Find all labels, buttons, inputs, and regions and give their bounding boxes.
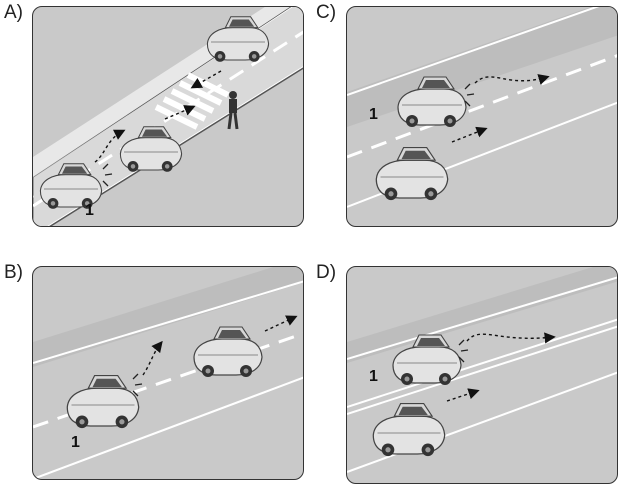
rear-car bbox=[372, 402, 446, 457]
option-a-label: A) bbox=[4, 2, 23, 23]
front-car bbox=[193, 326, 263, 378]
option-c-label: C) bbox=[316, 2, 337, 23]
pedestrian bbox=[227, 91, 239, 130]
option-c-scene: 1 bbox=[347, 7, 617, 208]
option-d-scene: 1 bbox=[347, 267, 617, 473]
option-d-panel[interactable]: 1 bbox=[346, 266, 618, 484]
option-b-label: B) bbox=[4, 262, 23, 283]
option-b-scene: 1 bbox=[33, 267, 303, 479]
car-1-number: 1 bbox=[369, 368, 378, 385]
car-1 bbox=[66, 374, 140, 429]
car-1-number: 1 bbox=[369, 106, 378, 123]
option-a-panel[interactable]: 1 bbox=[32, 6, 304, 227]
option-a-scene: 1 bbox=[33, 7, 303, 226]
option-d-label: D) bbox=[316, 262, 337, 283]
option-c-panel[interactable]: 1 bbox=[346, 6, 618, 227]
crosswalk bbox=[154, 72, 230, 130]
car-1-number: 1 bbox=[85, 202, 94, 219]
rear-car bbox=[375, 146, 449, 201]
option-b-panel[interactable]: 1 bbox=[32, 266, 304, 480]
car-1-number: 1 bbox=[71, 434, 80, 451]
